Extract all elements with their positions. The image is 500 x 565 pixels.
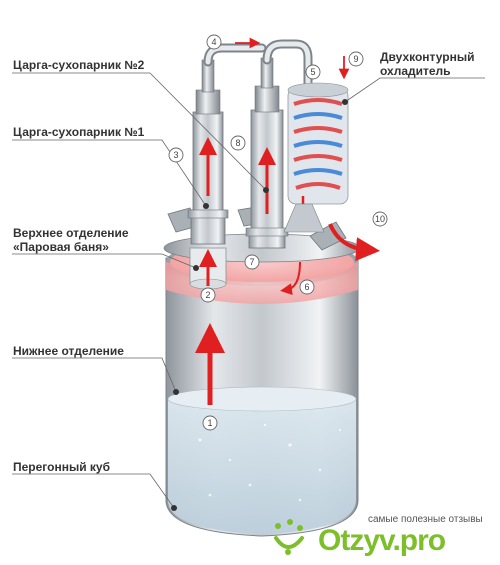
step-number-3: 3 [173,150,178,160]
step-marker-9 [348,51,364,67]
step-marker-6 [299,279,315,295]
leader-lines [12,72,485,509]
step-marker-10 [372,211,388,227]
label-lower-section: Нижнее отделение [13,344,124,358]
step-number-6: 6 [304,282,309,292]
step-marker-3 [168,147,184,163]
connecting-tubes [203,39,313,93]
label-column-1: Царга-сухопарник №1 [13,125,145,139]
step-number-7: 7 [249,257,254,267]
dual-circuit-cooler [283,82,349,233]
column-2 [245,57,289,249]
label-distillation-cube: Перегонный куб [13,460,111,474]
step-marker-4 [206,34,222,50]
arrow-return [280,261,301,296]
otzyv-logo-icon [274,519,304,555]
step-marker-1 [202,415,218,431]
step-marker-2 [200,287,216,303]
label-upper-line1: Верхнее отделение [13,226,129,240]
step-number-8: 8 [235,138,240,148]
step-number-2: 2 [205,290,210,300]
leader-dots [171,99,348,511]
arrow-exit [328,223,380,262]
label-upper-line2: «Паровая баня» [13,240,109,254]
step-number-10: 10 [375,214,385,224]
step-number-5: 5 [310,67,315,77]
step-number-1: 1 [207,418,212,428]
step-number-4: 4 [211,37,216,47]
label-cooler-line1: Двухконтурный [380,50,475,64]
label-cooler-line2: охладитель [380,64,451,78]
step-marker-7 [244,254,260,270]
step-markers: 1 2 3 4 5 6 7 8 9 10 [168,34,388,431]
watermark-tagline: самые полезные отзывы [368,514,483,525]
step-marker-5 [305,64,321,80]
watermark-brand: Otzyv.pro [318,524,446,557]
step-number-9: 9 [353,54,358,64]
label-column-2: Царга-сухопарник №2 [13,58,145,72]
distillation-cube [163,233,361,537]
step-marker-8 [230,135,246,151]
flow-arrows [195,37,380,405]
